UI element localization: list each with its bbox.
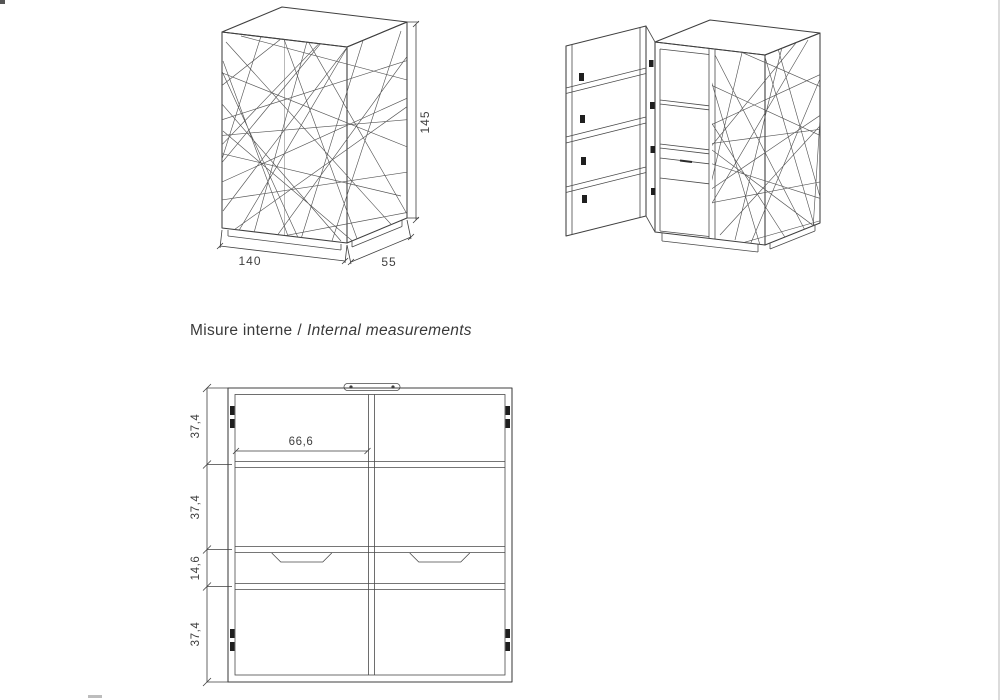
decorative-groove-pattern bbox=[222, 26, 407, 243]
depth-dimension-label: 55 bbox=[381, 255, 396, 269]
hinge-mark bbox=[230, 629, 235, 638]
width-dimension: 140 bbox=[216, 229, 349, 268]
hinge-mark bbox=[505, 419, 510, 428]
interior-drawer-handle bbox=[679, 159, 693, 163]
screw-dot bbox=[349, 385, 353, 389]
cabinet-side-face bbox=[346, 21, 408, 244]
screw-dot bbox=[391, 385, 395, 389]
scan-artifact bbox=[88, 695, 102, 698]
open-door-details bbox=[565, 25, 656, 235]
height-dimension: 145 bbox=[407, 20, 432, 224]
front-elevation-drawing: 66,6 37,4 37,4 14,6 37,4 bbox=[190, 383, 513, 687]
heading-separator: / bbox=[297, 322, 303, 339]
cabinet-side-face bbox=[764, 32, 821, 246]
page-edge-line bbox=[998, 0, 1000, 700]
door-hinge-cup bbox=[579, 73, 584, 81]
elevation-inner-carcass bbox=[234, 394, 506, 676]
carcass-hinge-plate bbox=[650, 146, 655, 153]
heading-english: Internal measurements bbox=[307, 322, 472, 339]
door-hinge-cup bbox=[581, 157, 586, 165]
carcass-hinge-plate bbox=[649, 60, 654, 67]
section-4-height-label: 37,4 bbox=[190, 622, 202, 647]
width-dimension-label: 140 bbox=[238, 254, 261, 268]
depth-dimension: 55 bbox=[346, 219, 415, 269]
drawer-handle-recesses bbox=[271, 552, 471, 563]
scan-artifact bbox=[0, 0, 5, 4]
hinge-mark bbox=[505, 629, 510, 638]
top-connector-detail bbox=[343, 383, 401, 391]
hinge-mark bbox=[230, 642, 235, 651]
hinge-mark bbox=[505, 406, 510, 415]
cabinet-front-frame bbox=[654, 41, 766, 246]
compartment-width-label: 66,6 bbox=[289, 436, 314, 448]
open-cabinet-drawing bbox=[565, 19, 821, 253]
elevation-outer-carcass bbox=[227, 387, 513, 683]
center-divider bbox=[368, 394, 375, 675]
hinge-mark bbox=[230, 406, 235, 415]
decorative-groove-pattern bbox=[712, 34, 820, 245]
section-1-height-label: 37,4 bbox=[190, 414, 202, 439]
open-door-panel bbox=[565, 25, 647, 237]
cabinet-top-face bbox=[221, 6, 408, 48]
hinge-mark bbox=[230, 419, 235, 428]
hinge-mark bbox=[505, 642, 510, 651]
section-height-dimension-chain: 37,4 37,4 14,6 37,4 bbox=[190, 383, 232, 687]
section-2-height-label: 37,4 bbox=[190, 495, 202, 520]
carcass-hinge-plate bbox=[650, 102, 655, 109]
door-hinge-cup bbox=[580, 115, 585, 123]
door-hinge-cup bbox=[582, 195, 587, 203]
closed-cabinet-drawing: 145 140 55 bbox=[216, 6, 432, 269]
carcass-hinge-plate bbox=[651, 188, 656, 195]
section-3-height-label: 14,6 bbox=[190, 556, 202, 581]
heading-italian: Misure interne bbox=[190, 322, 293, 339]
interior-shelves bbox=[659, 48, 716, 239]
cabinet-top-face bbox=[654, 19, 821, 56]
internal-measurements-heading: Misure interne/Internal measurements bbox=[190, 322, 472, 340]
shelf-lines bbox=[235, 461, 505, 590]
cabinet-base bbox=[661, 225, 816, 253]
compartment-width-dimension: 66,6 bbox=[232, 436, 371, 455]
cabinet-base bbox=[227, 220, 403, 251]
height-dimension-label: 145 bbox=[418, 110, 432, 133]
